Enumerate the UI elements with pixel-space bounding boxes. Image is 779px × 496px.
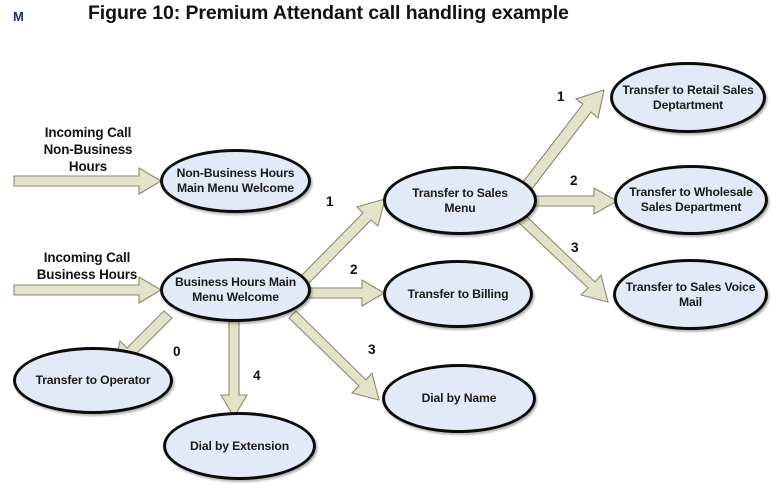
document-marker: M [13,9,24,24]
node-transfer-to-sales-voice-mail[interactable]: Transfer to Sales Voice Mail [613,259,768,330]
edge-label-retail-sales: 1 [557,89,565,104]
node-label: Non-Business Hours Main Menu Welcome [176,166,295,195]
edge-incoming-nonbusiness [13,167,163,195]
node-transfer-to-sales-menu[interactable]: Transfer to Sales Menu [383,166,537,235]
node-label: Transfer to Billing [407,286,509,301]
node-label: Transfer to Retail Sales Deptartment [622,82,754,112]
node-transfer-to-retail-sales-deptartment[interactable]: Transfer to Retail Sales Deptartment [610,62,766,133]
node-label: Transfer to Operator [35,373,151,388]
node-dial-by-name[interactable]: Dial by Name [382,364,536,433]
node-business-hours-main-menu-welcome[interactable]: Business Hours Main Menu Welcome [160,258,311,322]
node-transfer-to-billing[interactable]: Transfer to Billing [383,260,533,328]
caption-incoming-call-business-hours: Incoming Call Business Hours [36,250,138,282]
edge-business-to-dial-by-extension [220,317,248,419]
edge-label-operator: 0 [173,344,181,359]
caption-incoming-call-non-business-hours: Incoming Call Non-Business Hours [43,125,133,174]
edge-business-to-billing [305,279,386,307]
node-label: Dial by Name [421,391,497,406]
node-label: Transfer to Wholesale Sales Department [629,185,753,214]
node-label: Transfer to Sales Voice Mail [625,279,756,309]
edge-label-billing: 2 [350,262,358,277]
node-non-business-hours-main-menu-welcome[interactable]: Non-Business Hours Main Menu Welcome [160,149,311,213]
figure-title: Figure 10: Premium Attendant call handli… [88,2,569,24]
node-dial-by-extension[interactable]: Dial by Extension [163,412,316,480]
node-transfer-to-operator[interactable]: Transfer to Operator [13,347,173,414]
node-transfer-to-wholesale-sales-department[interactable]: Transfer to Wholesale Sales Department [614,165,768,235]
edge-label-wholesale-sales: 2 [570,173,578,188]
node-label: Dial by Extension [189,438,290,453]
node-label: Transfer to Sales Menu [412,185,508,215]
figure-header: M Figure 10: Premium Attendant call hand… [0,0,779,38]
edge-sales-to-retail [519,89,605,195]
edge-label-sales-voice-mail: 3 [571,240,579,255]
edge-label-dial-by-name: 3 [368,342,376,357]
edge-business-to-sales-menu [299,198,386,285]
edge-sales-to-wholesale [535,187,619,215]
edge-label-dial-by-extension: 4 [253,368,261,383]
edge-business-to-dial-by-name [288,310,380,401]
edge-incoming-business [13,276,163,304]
edge-label-sales-menu: 1 [326,194,334,209]
edge-sales-to-voicemail [516,213,609,303]
node-label: Business Hours Main Menu Welcome [174,275,297,304]
